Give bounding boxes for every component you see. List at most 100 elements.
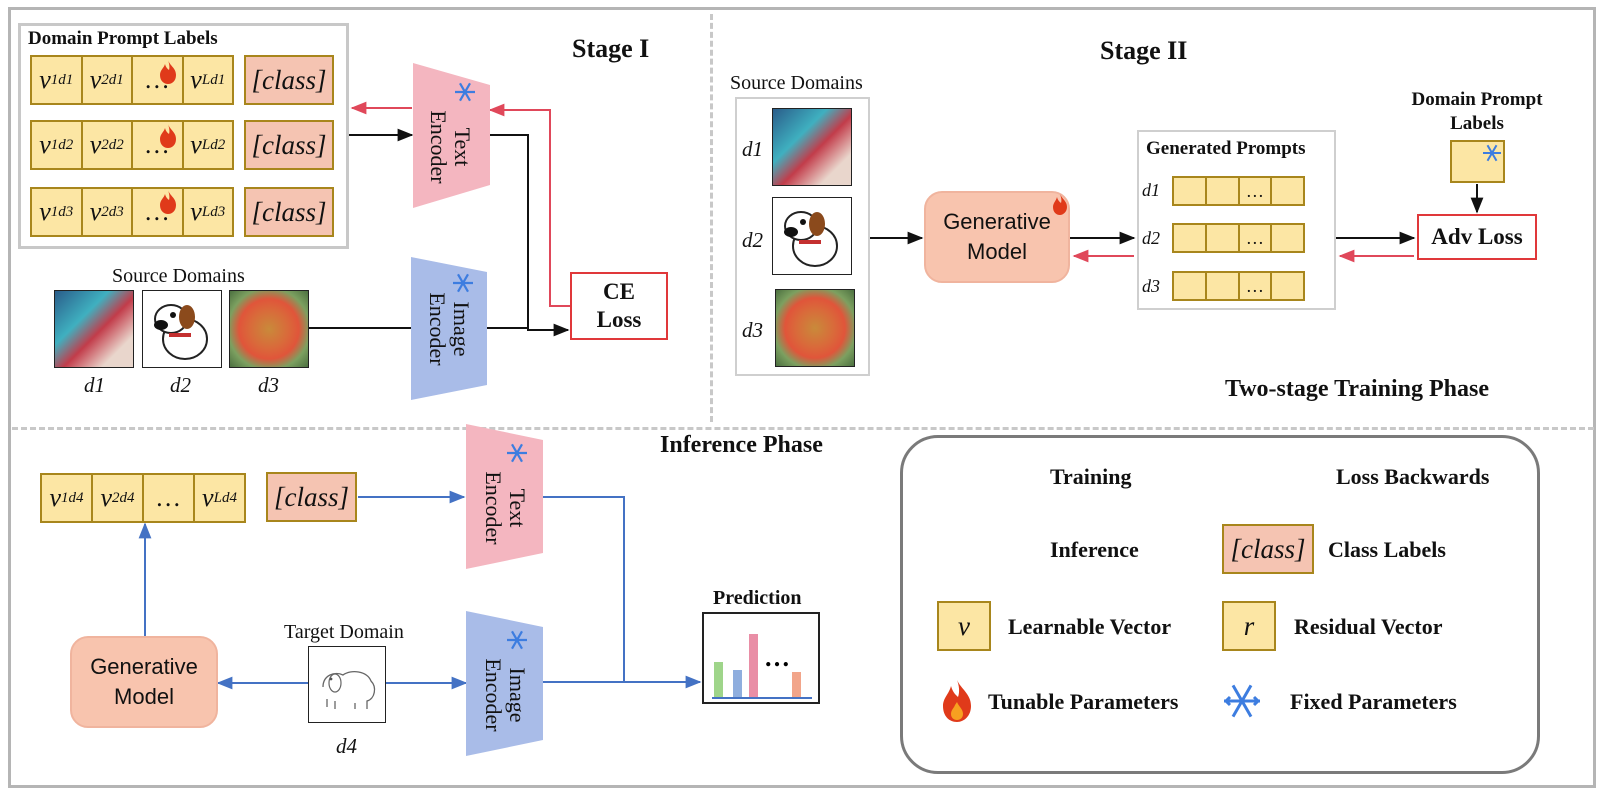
inference-class-label: [class] xyxy=(266,472,357,522)
legend-loss-label: Loss Backwards xyxy=(1336,464,1490,489)
domain-label: d1 xyxy=(1142,180,1160,200)
stage2-title: Stage II xyxy=(1100,36,1188,65)
stage2-source-domains-label: Source Domains xyxy=(730,72,863,94)
target-domain-label: Target Domain xyxy=(284,621,404,643)
domain-prompt-labels-title: Domain Prompt Labels xyxy=(28,28,218,49)
arrow-text-encoder-to-ce xyxy=(490,134,570,337)
snowflake-icon xyxy=(1223,684,1261,718)
domain-label: d3 xyxy=(1142,276,1160,296)
legend-class-box: [class] xyxy=(1222,524,1314,574)
legend-training-label: Training xyxy=(1050,464,1132,489)
snowflake-icon xyxy=(1483,144,1501,162)
flame-icon xyxy=(943,680,971,722)
legend-panel xyxy=(900,435,1540,774)
phase-divider xyxy=(12,427,1594,430)
painting-dog-image xyxy=(54,290,134,368)
class-label-d1: [class] xyxy=(244,55,334,105)
domain-label: d3 xyxy=(742,318,763,342)
inference-title: Inference Phase xyxy=(660,432,823,458)
domain-label: d2 xyxy=(170,373,191,397)
prediction-box: … xyxy=(702,612,820,704)
class-label-d2: [class] xyxy=(244,120,334,170)
adv-loss-box: Adv Loss xyxy=(1417,214,1537,260)
cartoon-dog-image xyxy=(772,197,852,275)
prediction-bar xyxy=(733,670,742,697)
training-phase-title: Two-stage Training Phase xyxy=(1225,376,1490,402)
snowflake-icon xyxy=(507,443,527,463)
legend-learnable-label: Learnable Vector xyxy=(1008,614,1172,639)
figure-frame xyxy=(8,7,1596,788)
ellipsis: … xyxy=(1237,178,1271,204)
legend-inference-label: Inference xyxy=(1050,537,1139,562)
cartoon-dog-image xyxy=(142,290,222,368)
domain-label: d2 xyxy=(1142,228,1160,248)
stage1-source-domains-label: Source Domains xyxy=(112,265,245,287)
domain-label: d3 xyxy=(258,373,279,397)
vector-cell: … xyxy=(142,475,193,521)
class-label-d3: [class] xyxy=(244,187,334,237)
stage-divider xyxy=(710,14,713,422)
flame-icon xyxy=(160,60,176,84)
ce-loss-box: CE Loss xyxy=(570,272,668,340)
legend-residual-box: r xyxy=(1222,601,1276,651)
flame-icon xyxy=(160,124,176,148)
snowflake-icon xyxy=(455,82,475,102)
domain-label: d1 xyxy=(742,137,763,161)
legend-class-labels: Class Labels xyxy=(1328,537,1446,562)
generated-prompt-d1: … xyxy=(1172,176,1305,206)
sketch-dog-image xyxy=(308,646,386,723)
photo-dog-image xyxy=(229,290,309,368)
snowflake-icon xyxy=(507,630,527,650)
stage1-title: Stage I xyxy=(572,34,650,63)
snowflake-icon xyxy=(453,273,473,293)
flame-icon xyxy=(1053,194,1067,215)
domain-label: d1 xyxy=(84,373,105,397)
generated-prompts-title: Generated Prompts xyxy=(1146,138,1306,159)
prediction-ellipsis: … xyxy=(764,643,790,672)
legend-learnable-box: v xyxy=(937,601,991,651)
legend-tunable-label: Tunable Parameters xyxy=(988,689,1179,714)
legend-residual-label: Residual Vector xyxy=(1294,614,1443,639)
prediction-title: Prediction xyxy=(713,587,802,609)
generated-prompt-d2: … xyxy=(1172,223,1305,253)
arrow-ce-back-to-text-encoder xyxy=(488,103,570,307)
prediction-bar xyxy=(714,662,723,697)
arrow-text-encoder-to-prediction xyxy=(543,496,625,682)
ellipsis: … xyxy=(1237,273,1271,299)
domain-label: d2 xyxy=(742,228,763,252)
photo-dog-image xyxy=(775,289,855,367)
painting-dog-image xyxy=(772,108,852,186)
ellipsis: … xyxy=(1237,225,1271,251)
stage2-generative-model: Generative Model xyxy=(924,191,1070,283)
flame-icon xyxy=(160,190,176,214)
generated-prompt-d3: … xyxy=(1172,271,1305,301)
prediction-bar xyxy=(792,672,801,697)
inference-generative-model: Generative Model xyxy=(70,636,218,728)
target-domain-id: d4 xyxy=(336,734,357,758)
stage2-domain-prompt-labels: Domain Prompt Labels xyxy=(1411,89,1543,134)
prediction-bar xyxy=(749,634,758,697)
legend-fixed-label: Fixed Parameters xyxy=(1290,689,1457,714)
